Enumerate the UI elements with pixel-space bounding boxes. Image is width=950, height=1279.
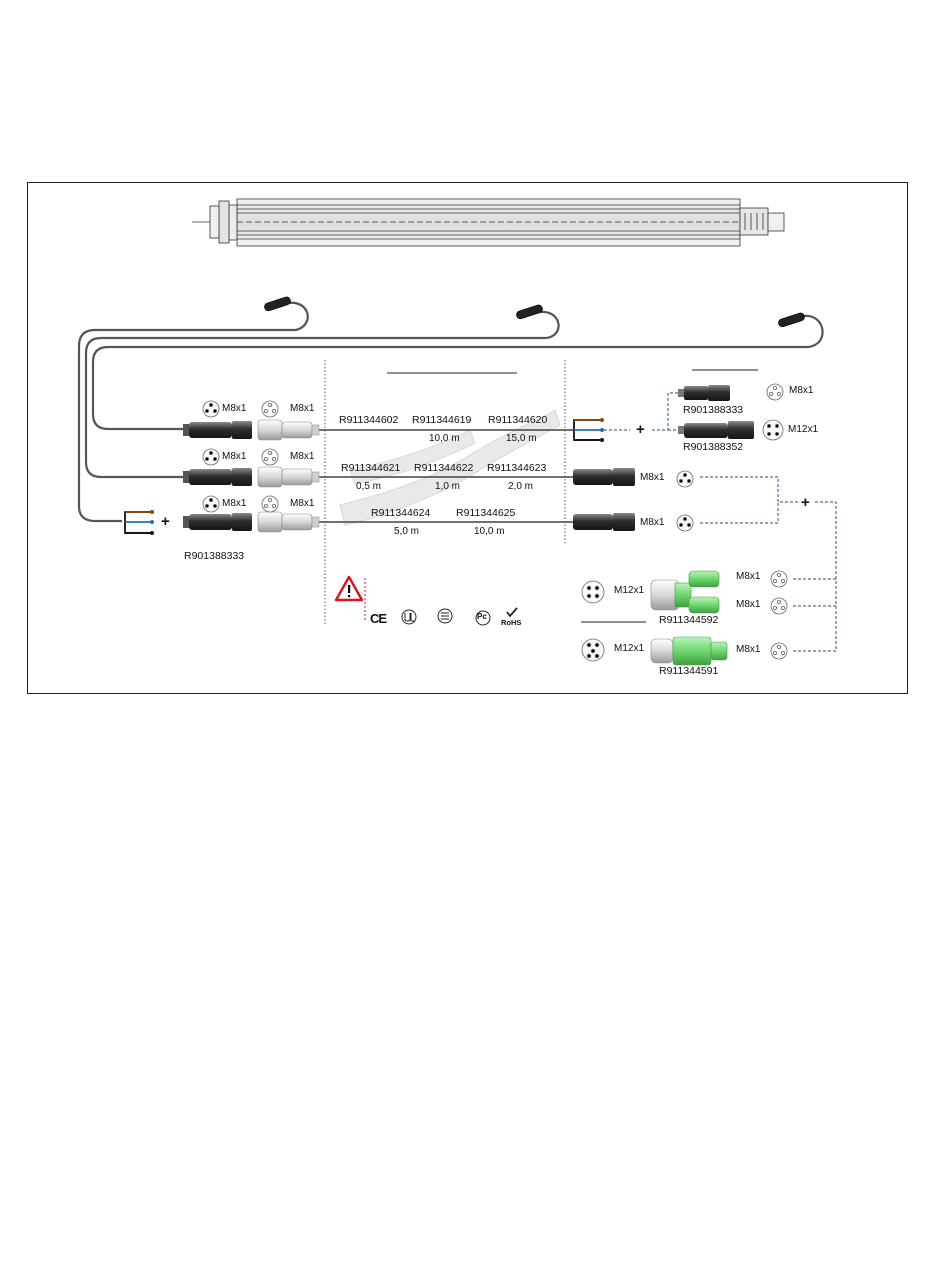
m8-female-pin-icon (771, 598, 787, 614)
plus-sign: + (801, 495, 810, 510)
section-dividers (325, 360, 565, 625)
part-number-row1: R911344619 (412, 415, 471, 426)
m8-female-pin-icon (262, 401, 278, 417)
rohs-mark: RoHS (501, 619, 521, 627)
m12-label: M12x1 (614, 586, 644, 596)
m8-male-pin-icon (677, 471, 693, 487)
m12-label: M12x1 (788, 425, 818, 435)
y-adapter (651, 571, 719, 613)
part-number-row3: R911344624 (371, 508, 430, 519)
connector-row-3 (183, 512, 319, 532)
connectors-right (573, 468, 635, 531)
part-number-row1: R911344602 (339, 415, 398, 426)
plus-sign: + (161, 514, 170, 529)
csa-mark-icon (438, 609, 452, 623)
m8-label: M8x1 (222, 452, 246, 462)
m8-label: M8x1 (222, 404, 246, 414)
m8-label: M8x1 (290, 404, 314, 414)
m12-female-pin-icon (763, 420, 783, 440)
rohs-check-icon (507, 608, 517, 616)
m8-female-pin-icon (767, 384, 783, 400)
wire-end-right (574, 418, 604, 442)
part-number-adapter-1: R911344592 (659, 615, 718, 626)
m8-female-pin-icon (262, 496, 278, 512)
m8-label: M8x1 (290, 452, 314, 462)
m8-male-pin-icon (203, 401, 219, 417)
part-number-row3: R911344625 (456, 508, 515, 519)
m8-label: M8x1 (290, 499, 314, 509)
cable-length-row1: 10,0 m (429, 434, 460, 444)
plus-sign: + (636, 422, 645, 437)
m8-male-pin-icon (203, 496, 219, 512)
part-number-left-bottom: R901388333 (184, 551, 244, 562)
part-number-row2: R911344622 (414, 463, 473, 474)
part-number-top-right-1: R901388333 (683, 405, 743, 416)
warning-icon (336, 577, 365, 620)
connector-pairs-left (183, 420, 319, 532)
m8-label: M8x1 (736, 645, 760, 655)
m8-label: M8x1 (222, 499, 246, 509)
part-number-row1: R911344620 (488, 415, 547, 426)
cable-length-row2: 0,5 m (356, 482, 381, 492)
m12-label: M12x1 (614, 644, 644, 654)
m8-male-pin-icon (203, 449, 219, 465)
ul-mark-icon (402, 610, 416, 624)
m12-male-pin-icon (582, 581, 604, 603)
connector-row-1 (183, 420, 319, 440)
m8-label: M8x1 (640, 518, 664, 528)
cable-length-row1: 15,0 m (506, 434, 537, 444)
cable-length-row3: 10,0 m (474, 527, 505, 537)
m8-label: M8x1 (736, 572, 760, 582)
cable-length-row2: 2,0 m (508, 482, 533, 492)
ce-mark: CE (370, 612, 386, 625)
part-number-row2: R911344621 (341, 463, 400, 474)
cable-length-row3: 5,0 m (394, 527, 419, 537)
m8-male-pin-icon (677, 515, 693, 531)
m12-male-pin-icon (582, 639, 604, 661)
m8-female-pin-icon (771, 643, 787, 659)
m8-female-pin-icon (262, 449, 278, 465)
m8-label: M8x1 (640, 473, 664, 483)
m8-label: M8x1 (736, 600, 760, 610)
part-number-row2: R911344623 (487, 463, 546, 474)
part-number-adapter-2: R911344591 (659, 666, 718, 677)
cable-length-row2: 1,0 m (435, 482, 460, 492)
linear-actuator-drawing (192, 199, 784, 246)
m8-female-pin-icon (771, 571, 787, 587)
wire-end-left (125, 510, 154, 535)
connector-row-2 (183, 467, 319, 487)
pc-mark: Pc (477, 613, 487, 621)
m8-label: M8x1 (789, 386, 813, 396)
part-number-top-right-2: R901388352 (683, 442, 743, 453)
straight-adapter (651, 637, 727, 665)
sensor-icon (263, 296, 805, 328)
